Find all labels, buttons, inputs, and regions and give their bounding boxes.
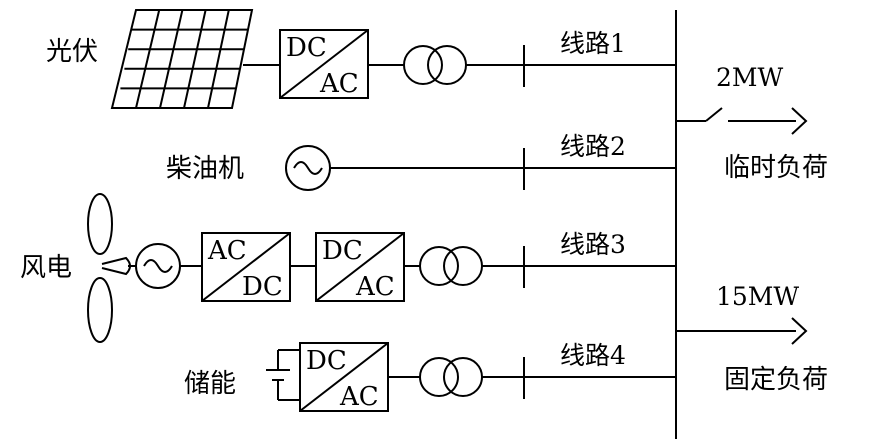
line-label-2: 线路2 <box>560 132 626 161</box>
wind-generator <box>135 243 181 289</box>
label-diesel: 柴油机 <box>166 154 244 184</box>
pv-dcac-converter: DC AC <box>279 29 369 99</box>
converter-bottom-label: AC <box>319 69 359 99</box>
converter-top-label: AC <box>207 236 247 266</box>
pv-panel <box>110 9 254 109</box>
converter-top-label: DC <box>286 33 327 63</box>
transformer-4 <box>419 357 483 397</box>
line-label-3: 线路3 <box>560 230 626 259</box>
temporary-load-label: 临时负荷 <box>724 153 828 183</box>
arrow-icon <box>791 107 808 135</box>
diesel-generator <box>285 145 331 191</box>
transformer-1 <box>403 45 467 85</box>
converter-bottom-label: AC <box>339 382 379 412</box>
arrow-icon <box>791 317 808 345</box>
line-label-1: 线路1 <box>560 29 626 58</box>
converter-bottom-label: AC <box>355 272 395 302</box>
temporary-load-feeder <box>676 107 808 135</box>
storage-dcac-converter: DC AC <box>299 342 389 412</box>
fixed-load-label: 固定负荷 <box>724 365 828 395</box>
label-wind: 风电 <box>20 253 72 283</box>
temporary-load-power: 2MW <box>716 63 784 92</box>
switch-icon <box>705 107 723 122</box>
battery-icon <box>266 349 300 401</box>
wind-turbine-icon <box>87 193 131 343</box>
wind-dcac-converter: DC AC <box>315 232 405 302</box>
converter-top-label: DC <box>322 236 363 266</box>
wind-acdc-converter: AC DC <box>201 232 291 302</box>
label-pv: 光伏 <box>46 37 98 67</box>
transformer-3 <box>419 246 483 286</box>
label-storage: 储能 <box>184 369 236 399</box>
converter-top-label: DC <box>306 346 347 376</box>
fixed-load-power: 15MW <box>716 282 799 311</box>
fixed-load-feeder <box>676 317 808 345</box>
line-label-4: 线路4 <box>560 341 626 370</box>
converter-bottom-label: DC <box>242 272 283 302</box>
